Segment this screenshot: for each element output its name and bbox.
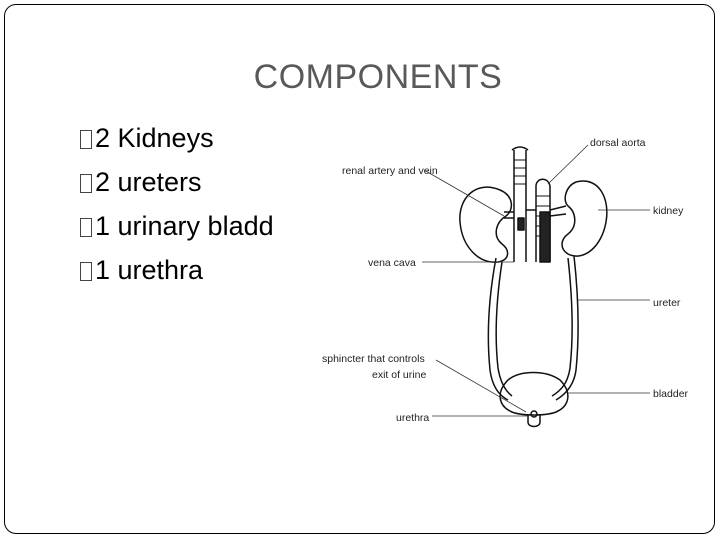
bullet-glyph-icon: [80, 218, 92, 237]
bullet-glyph-icon: [80, 262, 92, 281]
label-urethra: urethra: [396, 412, 429, 424]
bullet-item: 1 urinary bladd: [80, 208, 274, 252]
urethra: [527, 414, 541, 428]
bullet-item: 1 urethra: [80, 252, 274, 296]
label-kidney: kidney: [653, 205, 684, 217]
label-sphincter-line1: sphincter that controls: [322, 353, 425, 365]
bullet-item: 2 Kidneys: [80, 120, 274, 164]
dorsal-aorta: [535, 178, 551, 262]
right-ureter: [555, 255, 579, 401]
label-dorsal-aorta: dorsal aorta: [590, 137, 646, 149]
label-renal-artery-vein: renal artery and vein: [342, 165, 438, 177]
left-ureter: [487, 257, 509, 401]
label-bladder: bladder: [653, 388, 689, 400]
bullet-list: 2 Kidneys 2 ureters 1 urinary bladd 1 ur…: [80, 120, 274, 296]
renal-vessels: [504, 205, 567, 219]
bullet-text: 1 urethra: [95, 255, 204, 285]
left-kidney: [459, 186, 513, 263]
bullet-text: 2 ureters: [95, 167, 202, 197]
bladder: [499, 371, 569, 416]
label-ureter: ureter: [653, 297, 681, 309]
bullet-glyph-icon: [80, 174, 92, 193]
right-kidney: [561, 180, 608, 257]
bullet-glyph-icon: [80, 130, 92, 149]
vena-cava: [513, 150, 527, 262]
label-vena-cava: vena cava: [368, 257, 416, 269]
slide-title: COMPONENTS: [253, 58, 503, 96]
bullet-item: 2 ureters: [80, 164, 274, 208]
bullet-text: 2 Kidneys: [95, 123, 214, 153]
slide-frame: [4, 4, 715, 534]
bullet-text: 1 urinary bladd: [95, 211, 274, 241]
label-sphincter-line2: exit of urine: [372, 369, 426, 381]
